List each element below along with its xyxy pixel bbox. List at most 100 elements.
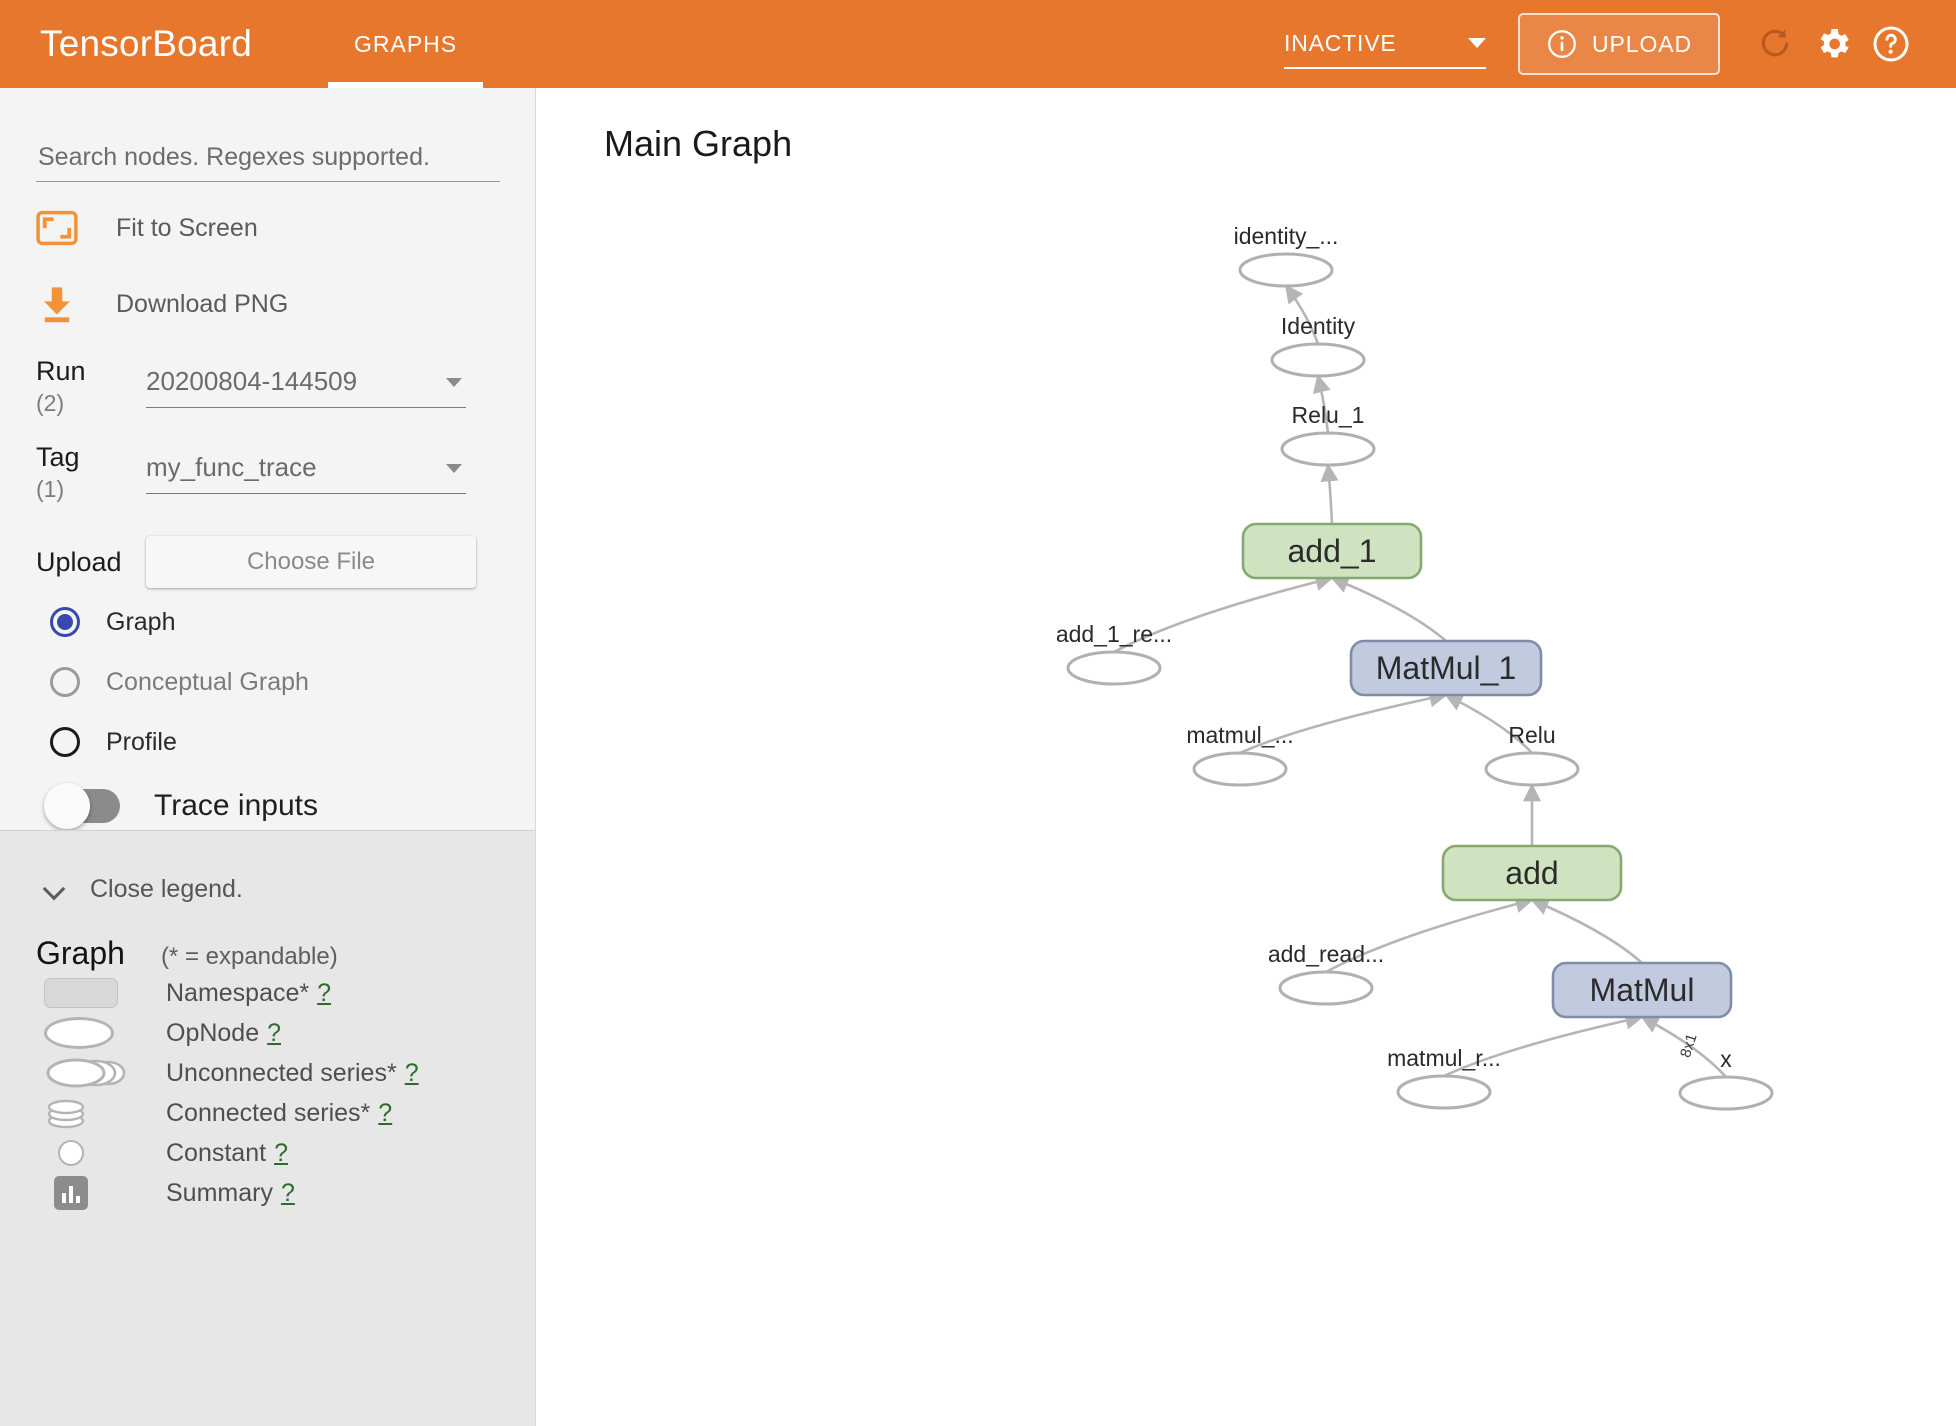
radio-graph-indicator bbox=[50, 607, 80, 637]
graph-edge bbox=[1443, 1011, 1644, 1078]
app-brand: TensorBoard bbox=[40, 23, 252, 64]
search-input[interactable] bbox=[36, 134, 500, 182]
legend-item-summary-label: Summary bbox=[166, 1178, 273, 1207]
legend-item-namespace-label: Namespace* bbox=[166, 978, 310, 1007]
settings-button[interactable] bbox=[1804, 15, 1862, 73]
caret-down-icon bbox=[1468, 38, 1487, 48]
graph-edge bbox=[1312, 374, 1331, 434]
legend-help-summary[interactable]: ? bbox=[280, 1178, 295, 1207]
gear-icon bbox=[1820, 29, 1849, 58]
legend-help-unconnected-series[interactable]: ? bbox=[404, 1058, 419, 1087]
fit-to-screen-icon bbox=[36, 210, 94, 246]
toggle-trace-inputs-label: Trace inputs bbox=[154, 789, 318, 822]
radio-graph[interactable]: Graph bbox=[36, 596, 499, 648]
graph-node-add_1_read[interactable]: add_1_re... bbox=[1056, 621, 1172, 686]
node-label: Identity bbox=[1281, 313, 1356, 339]
upload-label: Upload bbox=[36, 547, 122, 577]
node-shape bbox=[1278, 970, 1374, 1006]
radio-graph-label: Graph bbox=[106, 607, 176, 636]
download-png-button[interactable]: Download PNG bbox=[36, 274, 499, 334]
node-shape bbox=[1270, 342, 1366, 378]
summary-swatch-icon bbox=[44, 1174, 148, 1212]
node-shape bbox=[1238, 252, 1334, 288]
graph-edge bbox=[1113, 573, 1334, 654]
node-shape bbox=[1551, 961, 1733, 1019]
node-label: add_1 bbox=[1288, 533, 1377, 569]
legend-help-namespace[interactable]: ? bbox=[317, 978, 332, 1007]
edge-shape-label: 8x1 bbox=[1677, 1031, 1701, 1059]
toggle-trace-inputs[interactable]: Trace inputs bbox=[36, 768, 499, 844]
graph-node-Relu[interactable]: Relu bbox=[1484, 722, 1580, 787]
legend-item-connected-series: Connected series* ? bbox=[36, 1094, 499, 1132]
legend-item-unconnected-series-label: Unconnected series* bbox=[166, 1058, 397, 1087]
refresh-icon bbox=[1761, 29, 1789, 57]
legend-panel: Close legend. Graph (* = expandable) Nam… bbox=[0, 830, 535, 1426]
node-shape bbox=[1280, 431, 1376, 467]
legend-title: Graph bbox=[36, 935, 125, 971]
run-status-dropdown[interactable]: INACTIVE bbox=[1284, 19, 1487, 69]
node-label: matmul_... bbox=[1186, 722, 1293, 748]
run-dropdown[interactable]: 20200804-144509 bbox=[146, 356, 466, 408]
tab-graphs-label: GRAPHS bbox=[354, 30, 458, 57]
graph-node-Relu_1[interactable]: Relu_1 bbox=[1280, 402, 1376, 467]
tag-label: Tag bbox=[36, 442, 80, 472]
tab-graphs[interactable]: GRAPHS bbox=[328, 0, 484, 88]
graph-node-identity_out[interactable]: identity_... bbox=[1234, 223, 1339, 288]
node-shape bbox=[1192, 751, 1288, 787]
node-label: Relu bbox=[1508, 722, 1555, 748]
top-bar-right-cluster: INACTIVE UPLOAD bbox=[1284, 13, 1920, 75]
node-label: add bbox=[1505, 855, 1558, 891]
graph-edge bbox=[1530, 897, 1643, 964]
toggle-trace-inputs-switch bbox=[44, 783, 120, 829]
graph-node-add_1[interactable]: add_1 bbox=[1241, 522, 1423, 580]
node-label: MatMul_1 bbox=[1376, 650, 1517, 686]
node-label: add_1_re... bbox=[1056, 621, 1172, 647]
upload-button-label: UPLOAD bbox=[1592, 30, 1692, 57]
fit-to-screen-button[interactable]: Fit to Screen bbox=[36, 198, 499, 258]
graph-node-matmul_read[interactable]: matmul_r... bbox=[1387, 1045, 1501, 1110]
radio-conceptual-graph-indicator bbox=[50, 667, 80, 697]
legend-item-opnode: OpNode ? bbox=[36, 1014, 499, 1052]
download-png-label: Download PNG bbox=[116, 289, 289, 318]
graph-node-matmul_read1[interactable]: matmul_... bbox=[1186, 722, 1294, 787]
tag-dropdown[interactable]: my_func_trace bbox=[146, 442, 466, 494]
node-label: add_read... bbox=[1268, 941, 1384, 967]
nav-tabs: GRAPHS bbox=[328, 0, 484, 88]
node-shape bbox=[1396, 1074, 1492, 1110]
help-button[interactable] bbox=[1862, 15, 1920, 73]
graph-node-x[interactable]: x bbox=[1678, 1046, 1774, 1111]
refresh-button[interactable] bbox=[1746, 15, 1804, 73]
download-icon bbox=[36, 284, 94, 324]
constant-swatch-icon bbox=[44, 1134, 148, 1172]
fit-to-screen-label: Fit to Screen bbox=[116, 213, 258, 242]
graph-node-Identity[interactable]: Identity bbox=[1270, 313, 1366, 378]
close-legend-label: Close legend. bbox=[90, 874, 243, 903]
connected-series-swatch-icon bbox=[44, 1094, 148, 1132]
graph-node-MatMul[interactable]: MatMul bbox=[1551, 961, 1733, 1019]
node-label: Relu_1 bbox=[1292, 402, 1365, 428]
unconnected-series-swatch-icon bbox=[44, 1054, 148, 1092]
legend-help-constant[interactable]: ? bbox=[274, 1138, 288, 1167]
radio-conceptual-graph[interactable]: Conceptual Graph bbox=[36, 656, 499, 708]
upload-button[interactable]: UPLOAD bbox=[1518, 13, 1720, 75]
legend-item-summary: Summary ? bbox=[36, 1174, 499, 1212]
legend-help-opnode[interactable]: ? bbox=[267, 1018, 282, 1047]
choose-file-button[interactable]: Choose File bbox=[146, 536, 476, 588]
graph-node-add[interactable]: add bbox=[1441, 844, 1623, 902]
chevron-down-icon bbox=[42, 877, 66, 901]
graph-node-add_read[interactable]: add_read... bbox=[1268, 941, 1384, 1006]
tag-selector-row: Tag (1) my_func_trace bbox=[36, 442, 499, 506]
run-count: (2) bbox=[36, 390, 65, 416]
radio-profile[interactable]: Profile bbox=[36, 716, 499, 768]
legend-note: (* = expandable) bbox=[160, 943, 338, 970]
node-label: MatMul bbox=[1590, 972, 1695, 1008]
graph-edge bbox=[1325, 895, 1534, 974]
graph-node-MatMul_1[interactable]: MatMul_1 bbox=[1349, 639, 1543, 697]
legend-help-connected-series[interactable]: ? bbox=[378, 1098, 393, 1127]
graph-edge bbox=[1284, 284, 1320, 345]
graph-edge bbox=[1444, 693, 1533, 754]
radio-profile-label: Profile bbox=[106, 727, 177, 756]
close-legend-button[interactable]: Close legend. bbox=[36, 853, 499, 925]
